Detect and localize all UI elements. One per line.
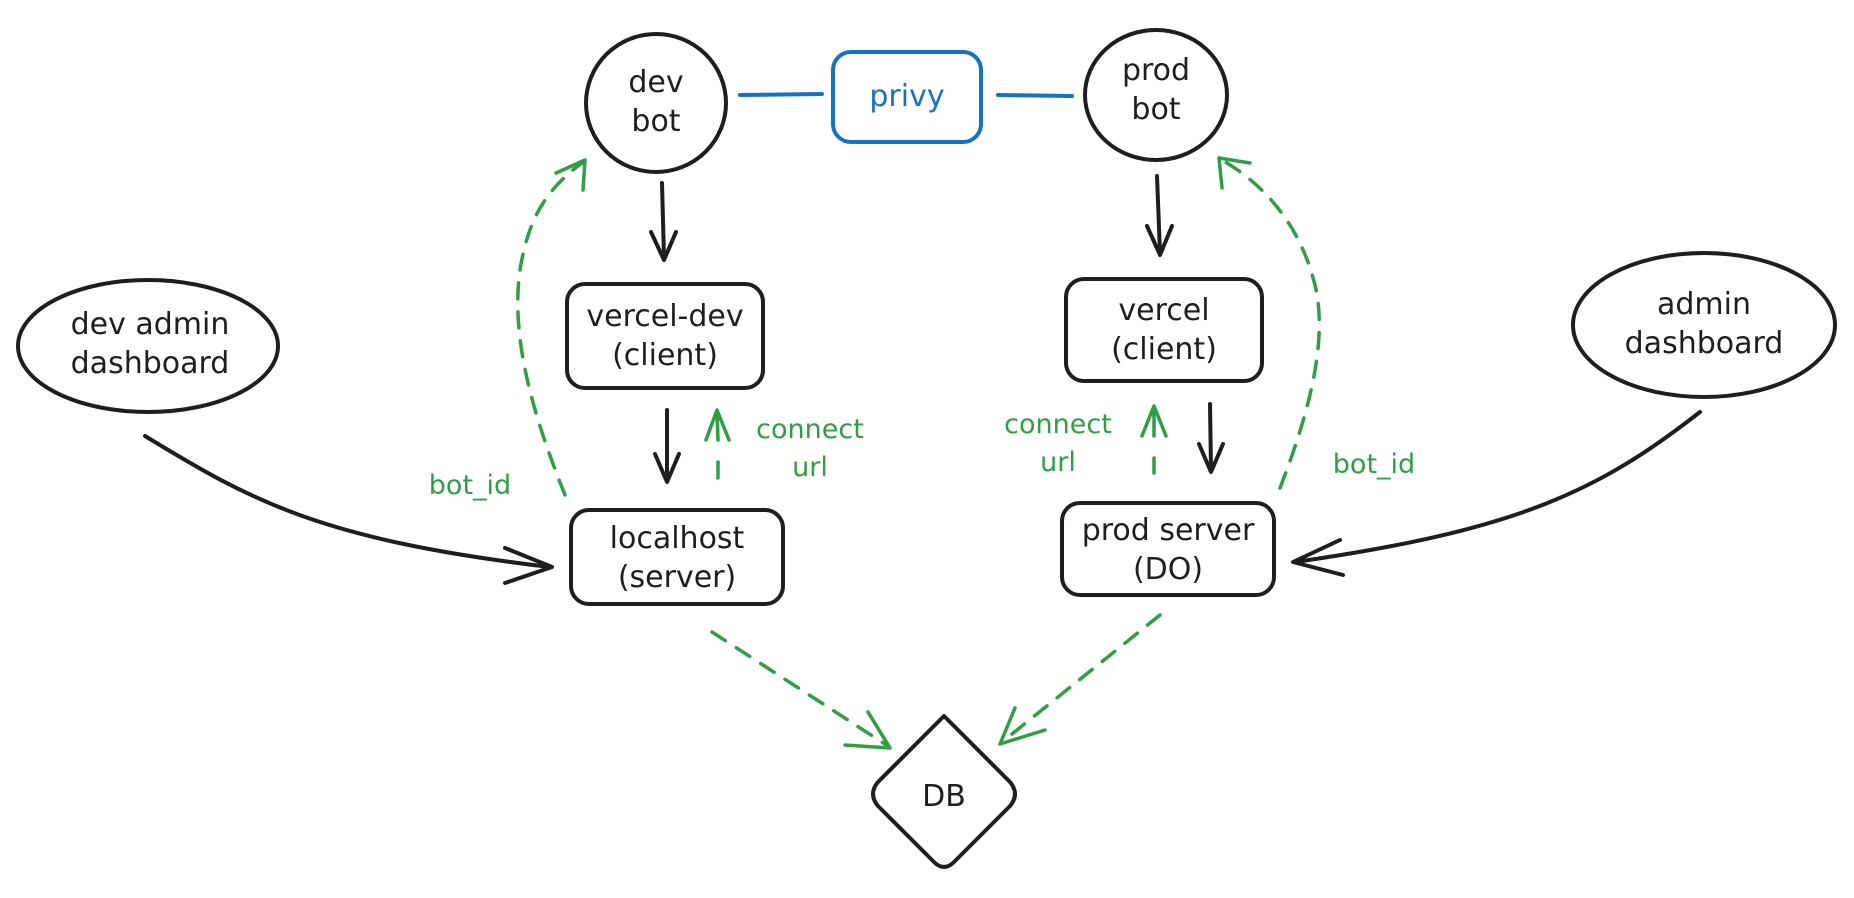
node-vercel: vercel (client) <box>1064 277 1264 383</box>
node-text: vercel-dev <box>586 299 743 334</box>
node-text: (client) <box>1111 332 1217 367</box>
arrow-verceldev-to-localhost <box>653 408 681 484</box>
node-text: dev admin <box>71 307 230 342</box>
node-text: bot <box>1131 92 1180 127</box>
node-text: vercel <box>1118 293 1209 328</box>
node-text: url <box>1040 447 1076 478</box>
node-text: connect <box>756 414 864 445</box>
edge-devbot-privy <box>738 92 824 97</box>
arrow-localhost-to-devbot-botid <box>516 158 587 497</box>
node-text: bot <box>1131 92 1180 127</box>
node-text: (server) <box>618 560 736 595</box>
node-text: bot <box>631 104 680 139</box>
node-text: dashboard <box>1625 326 1784 361</box>
node-text: connect <box>1004 409 1112 440</box>
node-text: url <box>792 452 828 483</box>
arrow-connect-url-left <box>704 408 731 480</box>
edge-privy-prodbot <box>996 93 1074 98</box>
node-text: admin <box>1657 287 1751 322</box>
node-text: (client) <box>1111 332 1217 367</box>
node-text: prod <box>1122 53 1190 88</box>
node-dev-bot: dev bot <box>584 32 728 174</box>
node-text: connect <box>1004 409 1112 440</box>
node-text: dashboard <box>71 346 230 381</box>
arrow-devadmin-to-localhost <box>143 434 554 585</box>
arrow-prodbot-to-vercel <box>1145 174 1174 257</box>
label-bot-id-left: bot_id <box>429 470 511 501</box>
node-text: dashboard <box>71 346 230 381</box>
node-text: (DO) <box>1133 552 1203 587</box>
node-text: localhost <box>610 521 745 556</box>
arrow-admin-to-prodserver <box>1291 410 1702 577</box>
node-text: admin <box>1657 287 1751 322</box>
label-connect-url-right: connect url <box>1004 409 1112 478</box>
node-text: (client) <box>612 338 718 373</box>
node-text: url <box>1040 447 1076 478</box>
node-text: prod server <box>1082 513 1255 548</box>
node-text: vercel <box>1118 293 1209 328</box>
node-text: dev <box>628 65 683 100</box>
node-text: dev admin <box>71 307 230 342</box>
arrow-vercel-to-prodserver <box>1197 402 1225 474</box>
node-text: connect <box>756 414 864 445</box>
arrow-connect-url-right <box>1140 404 1168 475</box>
node-prod-server: prod server (DO) <box>1060 501 1276 597</box>
node-dev-admin-dashboard: dev admin dashboard <box>16 278 280 414</box>
label-bot-id-right: bot_id <box>1333 449 1415 480</box>
node-text: url <box>792 452 828 483</box>
arrow-localhost-to-db <box>710 630 892 750</box>
arrow-prodserver-to-prodbot-botid <box>1217 156 1321 490</box>
node-text: dashboard <box>1625 326 1784 361</box>
node-text: prod <box>1122 53 1190 88</box>
privy-label: privy <box>869 79 944 114</box>
node-text: (DO) <box>1133 552 1203 587</box>
arrow-devbot-to-verceldev <box>649 181 678 262</box>
node-text: bot <box>631 104 680 139</box>
node-text: (server) <box>618 560 736 595</box>
node-db: DB <box>871 714 1017 869</box>
node-privy: privy <box>831 50 983 144</box>
label-connect-url-left: connect url <box>756 414 864 483</box>
node-text: vercel-dev <box>586 299 743 334</box>
node-text: prod server <box>1082 513 1255 548</box>
node-prod-bot: prod bot <box>1083 28 1229 162</box>
db-label: DB <box>922 779 966 814</box>
node-vercel-dev: vercel-dev (client) <box>565 282 765 390</box>
node-text: dev <box>628 65 683 100</box>
node-text: (client) <box>612 338 718 373</box>
node-text: localhost <box>610 521 745 556</box>
node-localhost: localhost (server) <box>569 508 785 606</box>
arrow-prodserver-to-db <box>998 613 1162 746</box>
node-admin-dashboard: admin dashboard <box>1571 251 1837 399</box>
